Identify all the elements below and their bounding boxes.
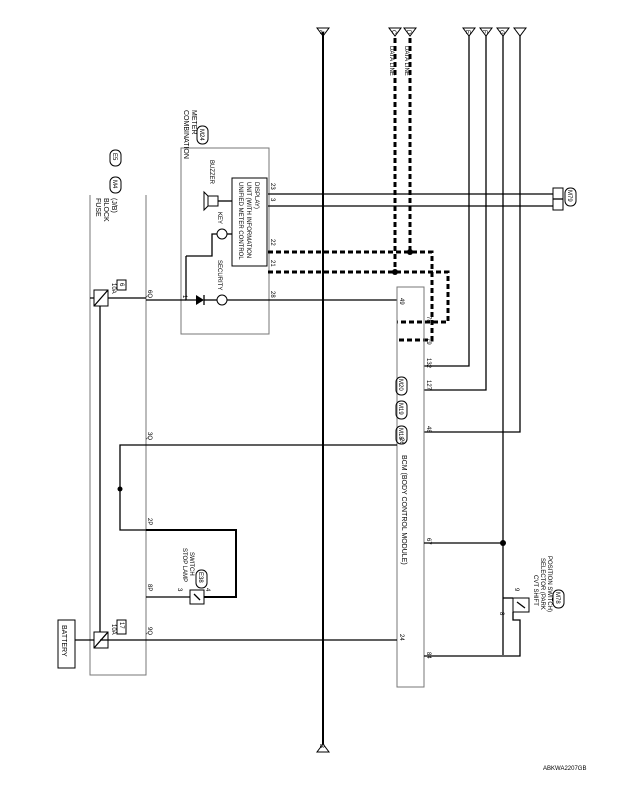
battery-label: BATTERY	[60, 625, 67, 657]
connector-m79-tag	[564, 187, 577, 207]
figure-id: ABKWA2207GB	[543, 766, 586, 772]
cvt-switch-title-2: SELECTOR (PARK	[539, 558, 545, 610]
connector-m4-tag	[109, 176, 122, 194]
buzzer-label: BUZZER	[208, 160, 214, 185]
combination-meter-box	[180, 147, 270, 335]
connector-m20-tag	[395, 376, 408, 396]
offpage-d: D	[405, 30, 411, 35]
fuse-block: FUSE BLOCK (J/B) M4 E5 10A 6 10A 17 6Q 3…	[89, 149, 152, 676]
battery-box	[57, 619, 76, 669]
stop-lamp-pin-3: 3	[176, 588, 182, 592]
connector-m4: M4	[111, 180, 117, 189]
security-lamp-label: SECURITY	[216, 260, 222, 290]
meter-pin-21: 21	[269, 260, 275, 267]
connector-m78-tag	[552, 589, 565, 609]
fuse-6-num: 6	[118, 283, 124, 287]
fuse-17-num-box	[116, 619, 127, 635]
key-lamp-label: KEY	[216, 212, 222, 224]
connector-m24-tag	[196, 125, 209, 145]
key-lamp-icon	[216, 228, 228, 240]
data-lines: C D DATA LINE DATA LINE	[268, 27, 450, 342]
buzzer-icon	[207, 195, 219, 207]
meter-pin-3: 3	[269, 198, 275, 202]
bcm-pin-48: 48	[425, 426, 431, 433]
fuse-6-amp: 10A	[110, 283, 116, 294]
meter-pin-22: 22	[269, 239, 275, 246]
combination-meter-title: COMBINATION	[182, 110, 189, 159]
fuse-block-title: FUSE	[94, 198, 101, 217]
combination-meter: COMBINATION METER M24 UNIFIED METER CONT…	[180, 110, 275, 335]
connector-e38-tag	[195, 569, 208, 589]
bcm-box	[396, 286, 425, 688]
meter-control-unit	[231, 177, 268, 267]
fuse-17-num: 17	[118, 622, 124, 629]
offpage-b: B	[318, 744, 324, 748]
bcm-pin-132: 132	[425, 358, 431, 369]
stop-lamp-title-2: SWITCH	[188, 552, 194, 576]
connector-m24: M24	[198, 129, 204, 141]
connector-m19-tag	[395, 400, 408, 420]
unit-label-2: UNIT (WITH INFORMATION	[245, 182, 251, 258]
unit-label-1: UNIFIED METER CONTROL	[237, 182, 243, 260]
stop-lamp-switch: STOP LAMP SWITCH E38 3 4	[176, 548, 210, 605]
connector-e38: E38	[197, 572, 203, 583]
connector-m18-tag	[395, 425, 408, 445]
bcm-pin-24: 24	[398, 634, 404, 641]
connector-m79: M79	[566, 190, 572, 202]
offpage-g: G	[498, 30, 504, 35]
combination-meter-title-2: METER	[190, 110, 197, 135]
stop-lamp-title: STOP LAMP	[181, 548, 187, 582]
pin-9q: 9Q	[146, 627, 152, 635]
connector-m20: M20	[397, 379, 403, 391]
bcm-pin-26: 26	[398, 438, 404, 445]
meter-pin-23: 23	[269, 183, 275, 190]
pin-2p: 2P	[146, 518, 152, 525]
cvt-switch-title-1: CVT SHIFT	[532, 575, 538, 606]
pin-3q: 3Q	[146, 432, 152, 440]
offpage-a: A	[318, 30, 324, 34]
stop-lamp-pin-4: 4	[204, 588, 210, 592]
bcm-pin-127: 127	[425, 380, 431, 391]
fuse-17-amp: 10A	[110, 624, 116, 635]
cvt-switch-title-3: POSITION SWITCH)	[546, 556, 552, 612]
bcm-pin-78: 78	[425, 316, 431, 323]
cvt-shift-selector: 9 8 CVT SHIFT SELECTOR (PARK POSITION SW…	[498, 556, 565, 616]
cvt-switch-pin-9: 9	[513, 588, 519, 592]
park-switch-symbol	[512, 597, 530, 613]
offpage-e: E	[464, 30, 470, 34]
connector-m18: M18	[397, 428, 403, 440]
bcm-pin-79: 79	[425, 338, 431, 345]
fuse-6-num-box	[116, 279, 127, 291]
pin-8p: 8P	[146, 584, 152, 591]
cvt-switch-pin-8: 8	[498, 612, 504, 616]
battery: BATTERY	[57, 619, 94, 669]
pin-6q: 6Q	[146, 290, 152, 298]
fuse-block-title-3: (J/B)	[110, 198, 117, 213]
connector-m78: M78	[554, 592, 560, 604]
data-line-label-2: DATA LINE	[403, 46, 409, 76]
bcm: BCM (BODY CONTROL MODULE) M20 M19 M18 49…	[395, 286, 431, 688]
fuse-block-title-2: BLOCK	[102, 198, 109, 222]
meter-pin-1: 1	[181, 295, 187, 299]
bcm-pin-49: 49	[398, 298, 404, 305]
bcm-pin-67: 67	[425, 538, 431, 545]
right-offpage-connectors: E F G	[462, 27, 527, 37]
connector-e5: E5	[111, 153, 117, 161]
bcm-label: BCM (BODY CONTROL MODULE)	[400, 455, 407, 565]
security-lamp-icon	[216, 294, 228, 306]
offpage-f: F	[481, 30, 487, 34]
data-line-label-1: DATA LINE	[388, 46, 394, 76]
connector-e5-tag	[109, 149, 122, 167]
unit-label-3: DISPLAY)	[253, 182, 259, 209]
connector-m19: M19	[397, 403, 403, 415]
offpage-c: C	[390, 30, 396, 35]
meter-pin-28: 28	[269, 291, 275, 298]
